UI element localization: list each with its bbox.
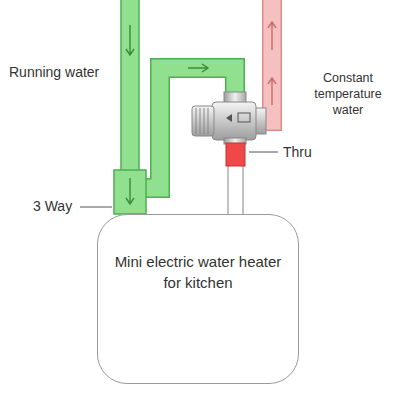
thru-fitting — [226, 143, 245, 166]
flow-arrows-hot — [268, 22, 276, 105]
heater-box: Mini electric water heater for kitchen — [97, 214, 299, 384]
outlet-pipe — [228, 164, 243, 216]
valve-body — [212, 102, 256, 140]
leader-line — [249, 152, 278, 153]
valve-marker — [226, 114, 232, 122]
hot-pipe — [262, 0, 272, 121]
cold-pipe — [121, 0, 139, 173]
node-text: Mini electric water heater for kitchen — [111, 251, 286, 293]
knob-ridges — [196, 108, 208, 134]
pipe-label: Thru — [283, 144, 312, 160]
valve-logo — [238, 113, 250, 122]
tee-fitting — [114, 170, 146, 214]
pipe-label: Constant temperature water — [298, 70, 398, 118]
hot-pipe-outline — [262, 0, 272, 121]
flow-arrows-cold — [126, 25, 208, 204]
valve-knob — [192, 106, 214, 136]
pipe-label: 3 Way — [33, 198, 72, 214]
pipe-label: Running water — [9, 64, 99, 80]
leader-line — [80, 207, 112, 208]
